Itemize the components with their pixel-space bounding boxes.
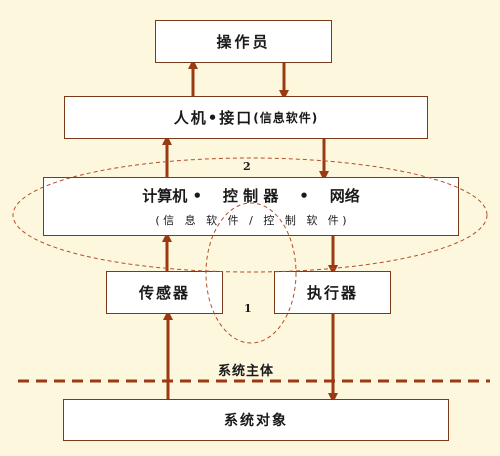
ellipse-label-2: 2 <box>243 160 251 173</box>
operator-box: 操作员 <box>155 20 332 63</box>
hmi-sub-label: (信息软件) <box>253 111 319 125</box>
ellipse-label-1: 1 <box>244 302 252 315</box>
system-main-body-label: 系统主体 <box>218 364 275 379</box>
hmi-label: 人机•接口 <box>173 109 254 127</box>
actuator-label: 执行器 <box>306 284 358 302</box>
actuator-box: 执行器 <box>274 271 391 314</box>
ccn-subtitle: ( 信 息 软 件 / 控 制 软 件 ) <box>155 214 347 227</box>
operator-label: 操作员 <box>216 33 271 51</box>
system-object-box: 系统对象 <box>63 399 449 441</box>
hmi-box: 人机•接口 (信息软件) <box>64 96 428 139</box>
sensor-label: 传感器 <box>138 284 190 302</box>
sensor-box: 传感器 <box>106 271 223 314</box>
system-object-label: 系统对象 <box>224 413 288 429</box>
ccn-title: 计算机 • 控 制 器 • 网络 <box>142 187 360 205</box>
computer-controller-network-box: 计算机 • 控 制 器 • 网络 ( 信 息 软 件 / 控 制 软 件 ) <box>43 177 459 236</box>
